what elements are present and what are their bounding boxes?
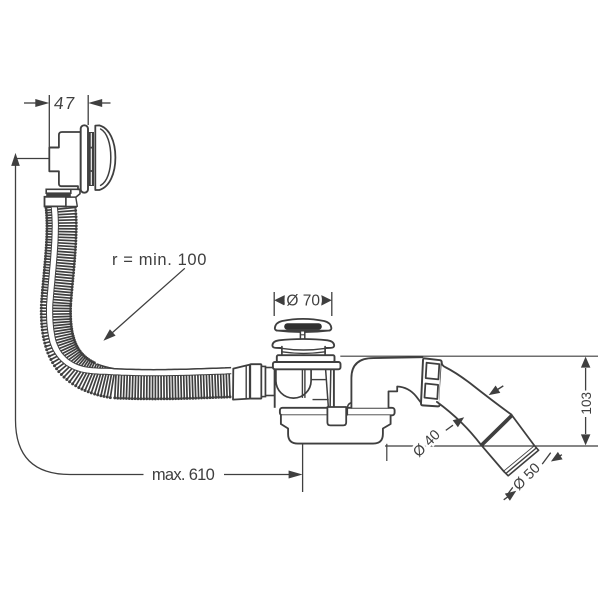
svg-text:r = min. 100: r = min. 100 [112,251,207,269]
svg-text:max. 610: max. 610 [152,466,215,484]
svg-text:103: 103 [579,392,594,415]
svg-text:47: 47 [53,93,77,113]
svg-text:Ø 70: Ø 70 [286,293,320,310]
